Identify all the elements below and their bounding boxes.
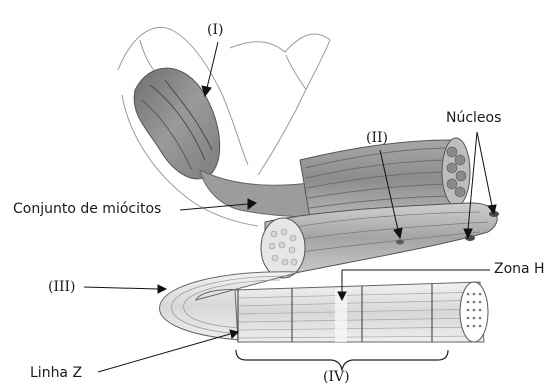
arrow-iii	[84, 285, 166, 293]
myofibril-cylinder	[235, 282, 488, 342]
label-linha-z: Linha Z	[30, 366, 82, 380]
arrow-i	[202, 42, 218, 96]
label-conjunto-miocitos: Conjunto de miócitos	[13, 202, 161, 216]
label-part-ii: (II)	[366, 131, 388, 145]
biceps-muscle	[134, 68, 220, 179]
label-part-i: (I)	[207, 23, 223, 37]
arrow-nucleos-2	[477, 132, 496, 214]
label-part-iii: (III)	[48, 280, 76, 294]
label-part-iv: (IV)	[323, 370, 350, 384]
sarcomere-brace	[236, 350, 448, 370]
label-nucleos: Núcleos	[446, 111, 501, 125]
label-zona-h: Zona H	[494, 262, 545, 276]
